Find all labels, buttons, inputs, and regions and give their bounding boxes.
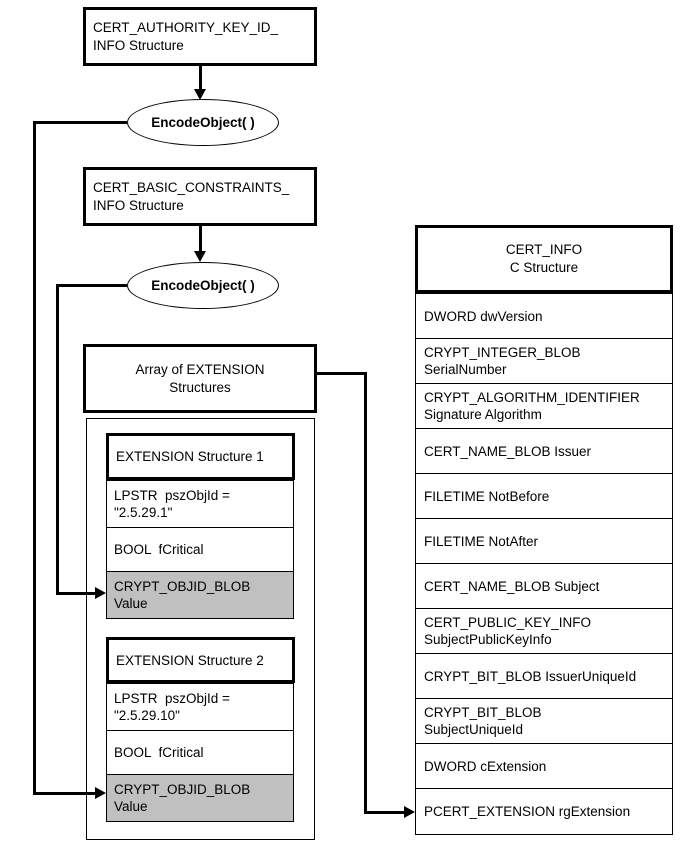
connector-line	[199, 66, 202, 90]
connector-line	[33, 121, 127, 124]
authority-key-id-info-box: CERT_AUTHORITY_KEY_ID_ INFO Structure	[83, 7, 317, 66]
extension-array-box: Array of EXTENSION Structures	[83, 344, 317, 413]
cert-info-row-signaturealgorithm: CRYPT_ALGORITHM_IDENTIFIER Signature Alg…	[416, 384, 672, 429]
connector-line	[56, 284, 59, 595]
connector-line	[56, 592, 95, 595]
cert-info-row-notbefore: FILETIME NotBefore	[416, 474, 672, 519]
cert-info-row-issuer: CERT_NAME_BLOB Issuer	[416, 429, 672, 474]
encode-object-ellipse-2: EncodeObject( )	[127, 262, 279, 309]
extension-1-title: EXTENSION Structure 1	[106, 433, 295, 480]
connector-line	[33, 792, 95, 795]
extension-1-value-cell: CRYPT_OBJID_BLOB Value	[107, 572, 293, 618]
connector-line	[317, 372, 367, 375]
arrowhead-right-icon	[95, 787, 106, 799]
connector-line	[56, 284, 127, 287]
cert-info-row-issueruniqueid: CRYPT_BIT_BLOB IssuerUniqueId	[416, 654, 672, 699]
connector-line	[199, 226, 202, 252]
extension-1-rows: LPSTR pszObjId = "2.5.29.1" BOOL fCritic…	[106, 480, 294, 619]
extension-2-pszobjid-cell: LPSTR pszObjId = "2.5.29.10"	[107, 684, 293, 731]
cert-info-row-subject: CERT_NAME_BLOB Subject	[416, 564, 672, 609]
connector-line	[33, 121, 36, 795]
connector-line	[364, 811, 405, 814]
extension-1-fcritical-cell: BOOL fCritical	[107, 528, 293, 572]
basic-constraints-info-box: CERT_BASIC_CONSTRAINTS_ INFO Structure	[83, 167, 317, 226]
cert-info-row-notafter: FILETIME NotAfter	[416, 519, 672, 564]
encode-object-ellipse-1: EncodeObject( )	[127, 99, 279, 146]
extension-2-value-cell: CRYPT_OBJID_BLOB Value	[107, 775, 293, 821]
arrowhead-right-icon	[95, 587, 106, 599]
cert-info-row-subjectpublickeyinfo: CERT_PUBLIC_KEY_INFO SubjectPublicKeyInf…	[416, 609, 672, 654]
cert-info-row-serialnumber: CRYPT_INTEGER_BLOB SerialNumber	[416, 339, 672, 384]
cert-info-row-subjectuniqueid: CRYPT_BIT_BLOB SubjectUniqueId	[416, 699, 672, 744]
cert-info-rows: DWORD dwVersion CRYPT_INTEGER_BLOB Seria…	[415, 293, 673, 835]
cert-info-header: CERT_INFO C Structure	[415, 225, 673, 293]
connector-line	[364, 372, 367, 814]
arrowhead-down-icon	[194, 89, 206, 100]
cert-info-row-dwversion: DWORD dwVersion	[416, 294, 672, 339]
extension-1-pszobjid-cell: LPSTR pszObjId = "2.5.29.1"	[107, 481, 293, 528]
extension-2-title: EXTENSION Structure 2	[106, 637, 295, 683]
extension-2-fcritical-cell: BOOL fCritical	[107, 731, 293, 775]
arrowhead-right-icon	[404, 806, 415, 818]
extension-2-rows: LPSTR pszObjId = "2.5.29.10" BOOL fCriti…	[106, 683, 294, 822]
cert-info-row-cextension: DWORD cExtension	[416, 744, 672, 789]
arrowhead-down-icon	[194, 251, 206, 262]
cert-info-row-rgextension: PCERT_EXTENSION rgExtension	[416, 789, 672, 834]
